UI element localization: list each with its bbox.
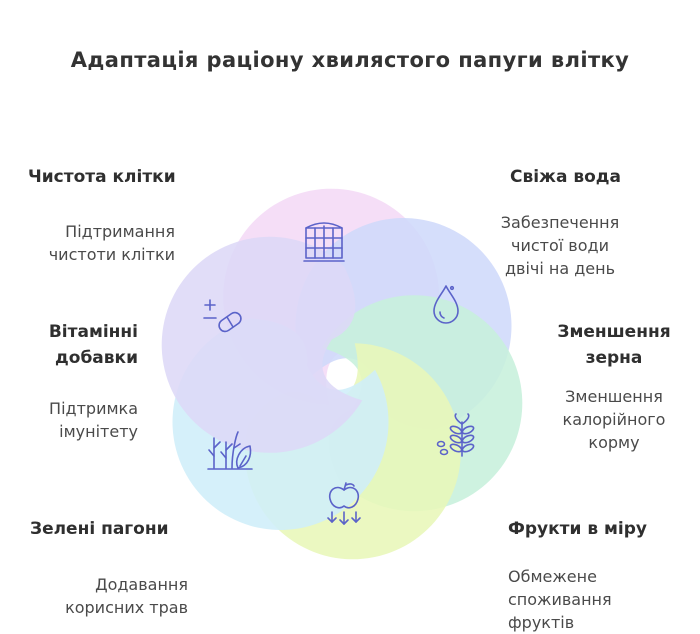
desc-fresh-water: Забезпечення чистої води двічі на день: [500, 213, 620, 278]
cage-grid-icon: [303, 222, 345, 262]
desc-reduce-grain: Зменшення калорійного корму: [562, 387, 666, 452]
label-vitamins: Вітамінні добавки: [48, 322, 138, 368]
label-fruits: Фрукти в міру: [508, 519, 647, 539]
water-drop-icon: [433, 285, 459, 324]
desc-vitamins: Підтримка імунітету: [49, 399, 138, 441]
label-fresh-water: Свіжа вода: [510, 167, 622, 187]
apple-fruit-icon: [327, 482, 361, 525]
diagram-title: Адаптація раціону хвилястого папуги вліт…: [70, 48, 630, 72]
desc-clean-cage: Підтримання чистоти клітки: [48, 222, 175, 264]
pill-supplement-icon: [203, 299, 242, 333]
label-green-sprouts: Зелені пагони: [30, 519, 169, 539]
label-clean-cage: Чистота клітки: [28, 167, 176, 187]
label-reduce-grain: Зменшення зерна: [557, 322, 671, 368]
petal-6: [161, 236, 363, 453]
desc-green-sprouts: Додавання корисних трав: [65, 575, 188, 617]
herbs-sprouts-icon: [207, 431, 253, 470]
grain-wheat-icon: [436, 413, 475, 457]
desc-fruits: Обмежене споживання фруктів: [508, 567, 612, 632]
